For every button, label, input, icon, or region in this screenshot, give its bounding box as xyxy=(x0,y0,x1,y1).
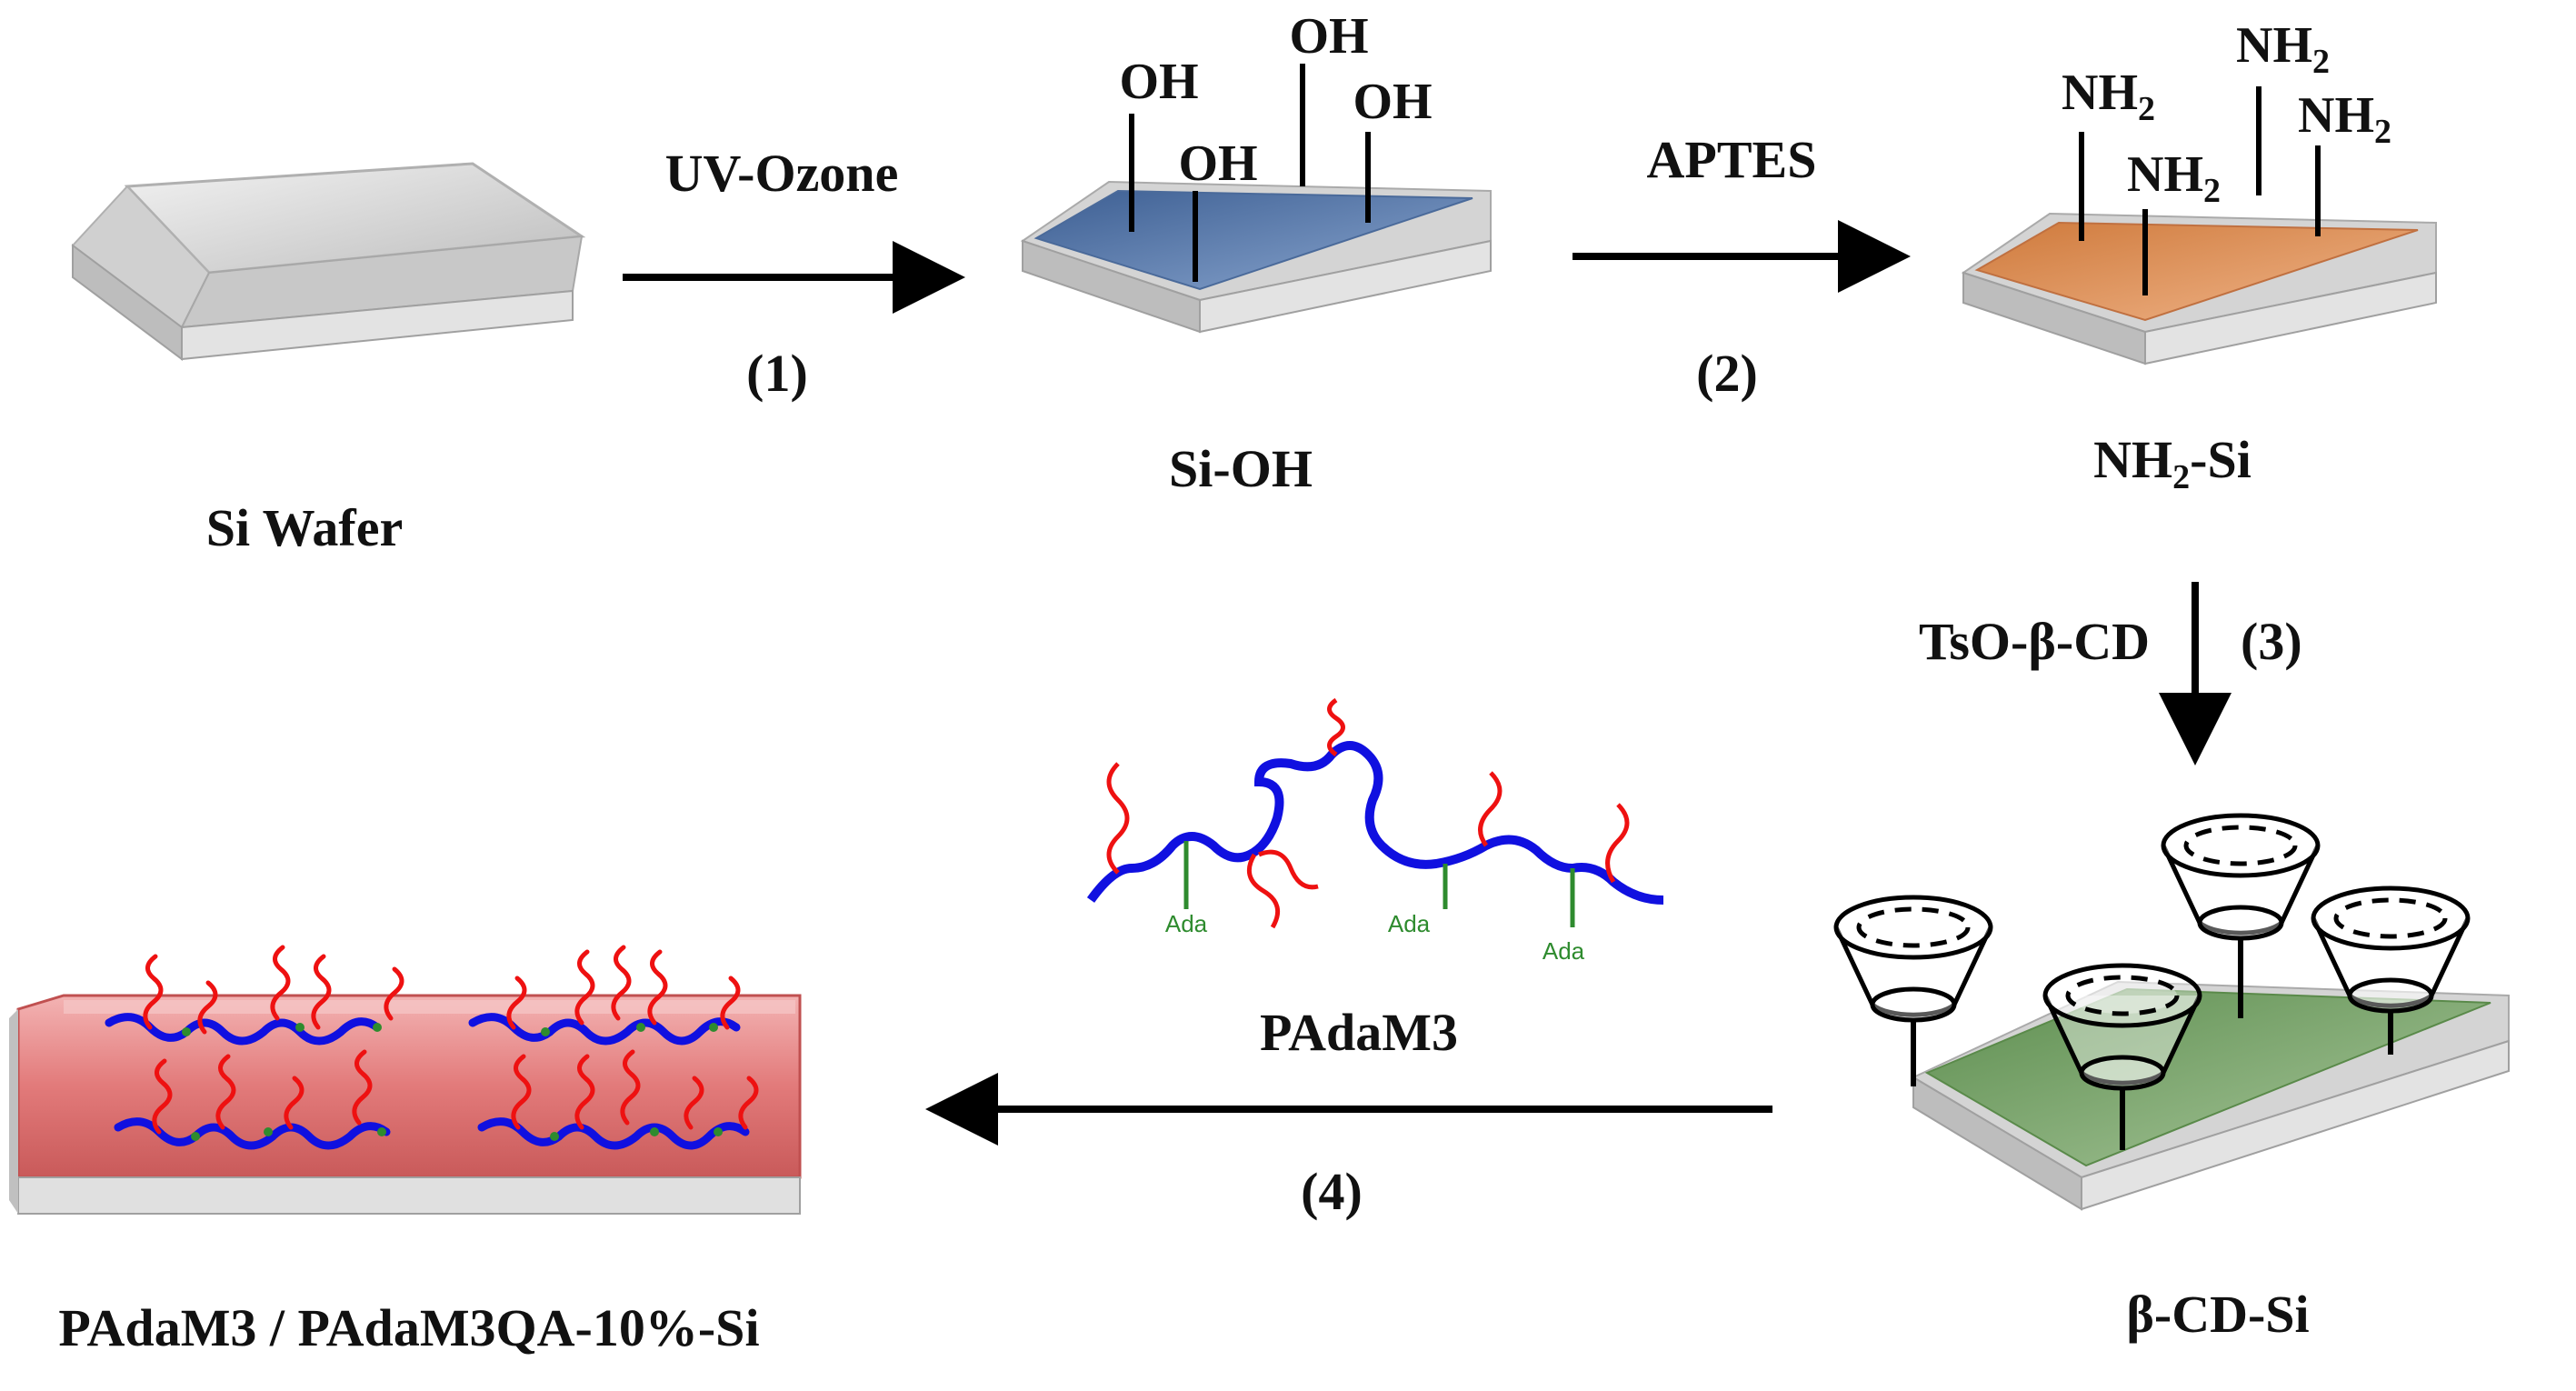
step-1-number: (1) xyxy=(746,344,808,403)
nh2-group-label: NH2 xyxy=(2062,65,2155,128)
si-oh-label: Si-OH xyxy=(1169,439,1313,498)
hydroxyl-groups xyxy=(1129,64,1371,282)
step-3-number: (3) xyxy=(2241,612,2302,671)
nh2-group-label: NH2 xyxy=(2127,146,2221,210)
svg-text:NH2: NH2 xyxy=(2127,146,2221,210)
step-2-number: (2) xyxy=(1696,344,1758,403)
cyclodextrin-cone xyxy=(2042,963,2202,1150)
nh2-group-label: NH2 xyxy=(2298,87,2391,151)
polymer-coated-substrate xyxy=(9,994,802,1215)
si-wafer-label: Si Wafer xyxy=(206,498,403,557)
cyclodextrin-cones xyxy=(1833,813,2471,1150)
grafted-polymer-chains xyxy=(105,945,759,1150)
svg-text:NH2: NH2 xyxy=(2298,87,2391,151)
cd-si-substrate xyxy=(1911,980,2510,1211)
ada-anchor-label: Ada xyxy=(1543,937,1585,965)
si-oh-substrate xyxy=(1020,180,1492,334)
ada-anchor-label: Ada xyxy=(1388,910,1431,937)
step-4-number: (4) xyxy=(1301,1162,1363,1221)
amine-groups xyxy=(2079,86,2321,295)
padam3-polymer xyxy=(1086,697,1664,929)
svg-text:NH2: NH2 xyxy=(2062,65,2155,128)
nh2-si-label: NH2-Si xyxy=(2093,430,2252,496)
step-2-reagent: APTES xyxy=(1647,130,1817,189)
oh-group-label: OH xyxy=(1119,54,1198,110)
si-wafer-substrate xyxy=(71,162,586,361)
cyclodextrin-cone xyxy=(1833,895,1993,1086)
cyclodextrin-cone xyxy=(2161,813,2321,1018)
oh-group-label: OH xyxy=(1289,8,1368,65)
ada-anchor-label: Ada xyxy=(1165,910,1208,937)
step-4-reagent: PAdaM3 xyxy=(1260,1003,1458,1062)
oh-group-label: OH xyxy=(1353,74,1432,130)
nh2-si-substrate xyxy=(1961,212,2437,365)
cyclodextrin-cone xyxy=(2311,886,2471,1055)
step-3-reagent: TsO-β-CD xyxy=(1919,612,2150,671)
oh-group-label: OH xyxy=(1178,135,1257,192)
nh2-group-label: NH2 xyxy=(2236,17,2330,81)
cd-si-label: β-CD-Si xyxy=(2126,1285,2309,1344)
step-1-reagent: UV-Ozone xyxy=(665,144,899,203)
final-substrate-label: PAdaM3 / PAdaM3QA-10%-Si xyxy=(58,1298,759,1357)
svg-text:NH2: NH2 xyxy=(2236,17,2330,81)
